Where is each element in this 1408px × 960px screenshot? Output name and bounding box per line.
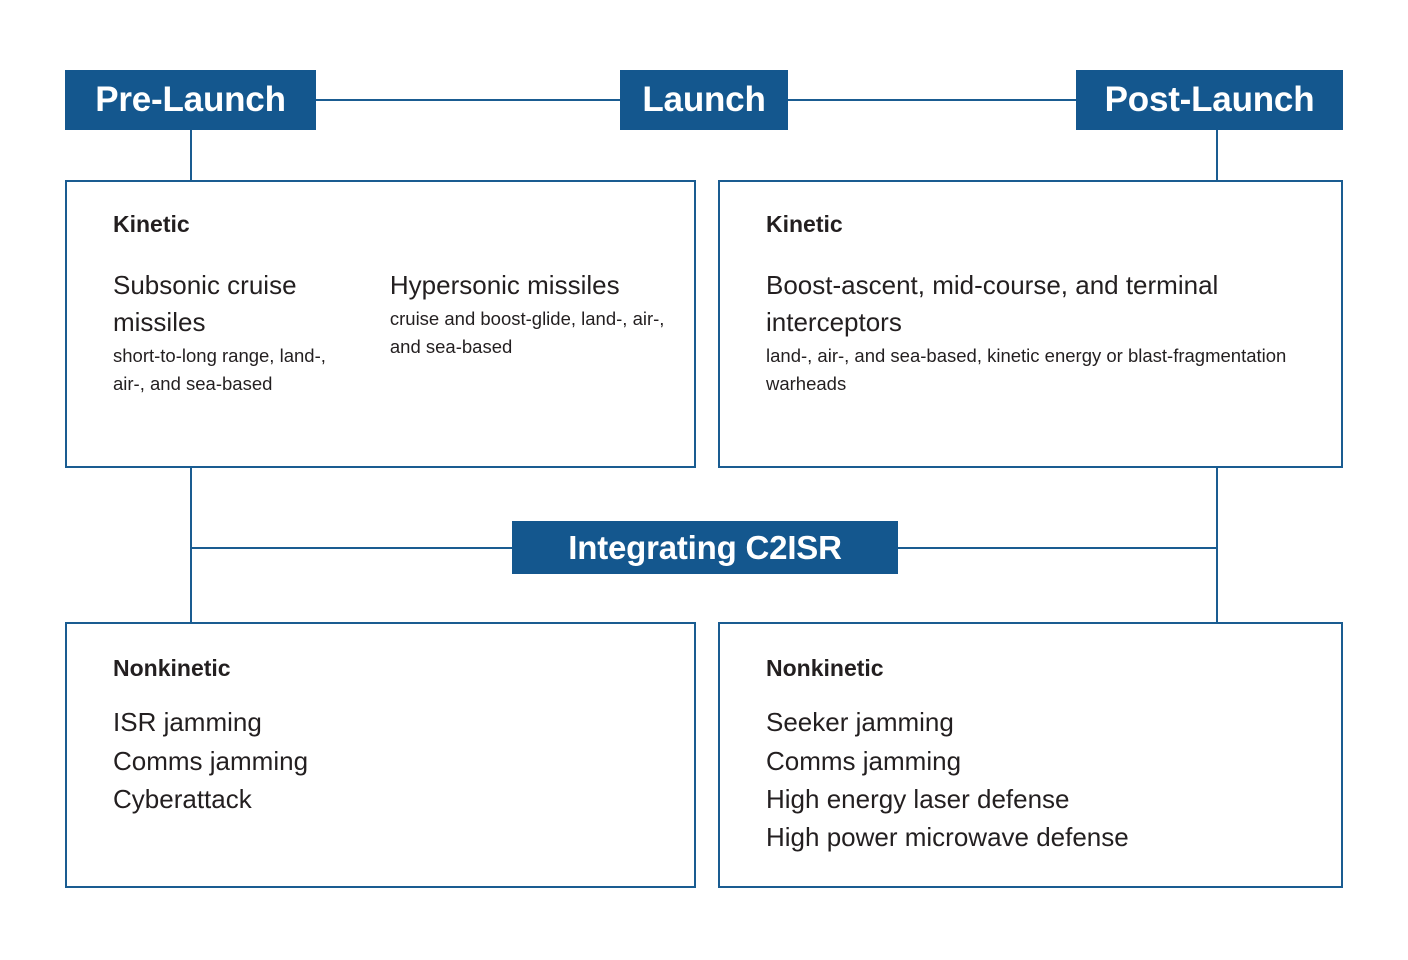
panel-nonkinetic-pre-launch-title: Nonkinetic	[113, 655, 231, 681]
header-pre-launch-label: Pre-Launch	[95, 80, 286, 119]
panel-nonkinetic-post-launch-title: Nonkinetic	[766, 655, 884, 681]
panel-nonkinetic-post-launch: Nonkinetic Seeker jamming Comms jamming …	[718, 622, 1343, 888]
connector-postlaunch-drop	[1216, 130, 1218, 182]
list-item: Comms jamming	[113, 745, 309, 776]
list-item: Cyberattack	[113, 783, 252, 814]
kinetic-interceptors-sub: land-, air-, and sea-based, kinetic ener…	[766, 345, 1287, 395]
panel-kinetic-post-launch-title: Kinetic	[766, 211, 843, 237]
connector-launch-to-postlaunch	[788, 99, 1076, 101]
header-launch[interactable]: Launch	[620, 70, 788, 130]
connector-right-to-c2isr	[896, 547, 1218, 549]
kinetic-subsonic-sub: short-to-long range, land-, air-, and se…	[113, 345, 326, 395]
kinetic-hypersonic-sub: cruise and boost-glide, land-, air-, and…	[389, 308, 665, 358]
kinetic-subsonic-lead: Subsonic cruise missiles	[113, 270, 297, 338]
panel-kinetic-pre-launch-title: Kinetic	[113, 211, 190, 237]
header-post-launch[interactable]: Post-Launch	[1076, 70, 1343, 130]
connector-prelaunch-to-launch	[316, 99, 622, 101]
connector-left-spine	[190, 466, 192, 624]
header-pre-launch[interactable]: Pre-Launch	[65, 70, 316, 130]
kinetic-hypersonic-lead: Hypersonic missiles	[389, 270, 620, 301]
header-post-launch-label: Post-Launch	[1104, 80, 1315, 119]
list-item: Seeker jamming	[766, 707, 954, 738]
connector-prelaunch-drop	[190, 130, 192, 182]
list-item: High power microwave defense	[766, 821, 1129, 852]
list-item: ISR jamming	[113, 707, 262, 738]
kinetic-post-launch-column-interceptors: Boost-ascent, mid-course, and terminal i…	[766, 267, 1321, 398]
panel-nonkinetic-pre-launch: Nonkinetic ISR jamming Comms jamming Cyb…	[65, 622, 696, 888]
list-item: Comms jamming	[766, 745, 962, 776]
kinetic-pre-launch-column-hypersonic: Hypersonic missiles cruise and boost-gli…	[390, 267, 674, 398]
kinetic-pre-launch-column-subsonic: Subsonic cruise missiles short-to-long r…	[113, 267, 390, 398]
header-launch-label: Launch	[642, 80, 766, 119]
band-integrating-c2isr-label: Integrating C2ISR	[568, 528, 842, 566]
connector-right-spine	[1216, 466, 1218, 624]
panel-kinetic-pre-launch: Kinetic Subsonic cruise missiles short-t…	[65, 180, 696, 468]
connector-left-to-c2isr	[190, 547, 514, 549]
list-item: High energy laser defense	[766, 783, 1070, 814]
nonkinetic-post-launch-list: Seeker jamming Comms jamming High energy…	[766, 703, 1321, 856]
panel-kinetic-post-launch: Kinetic Boost-ascent, mid-course, and te…	[718, 180, 1343, 468]
kinetic-interceptors-lead: Boost-ascent, mid-course, and terminal i…	[766, 270, 1219, 338]
nonkinetic-pre-launch-list: ISR jamming Comms jamming Cyberattack	[113, 703, 674, 818]
band-integrating-c2isr[interactable]: Integrating C2ISR	[512, 521, 898, 574]
